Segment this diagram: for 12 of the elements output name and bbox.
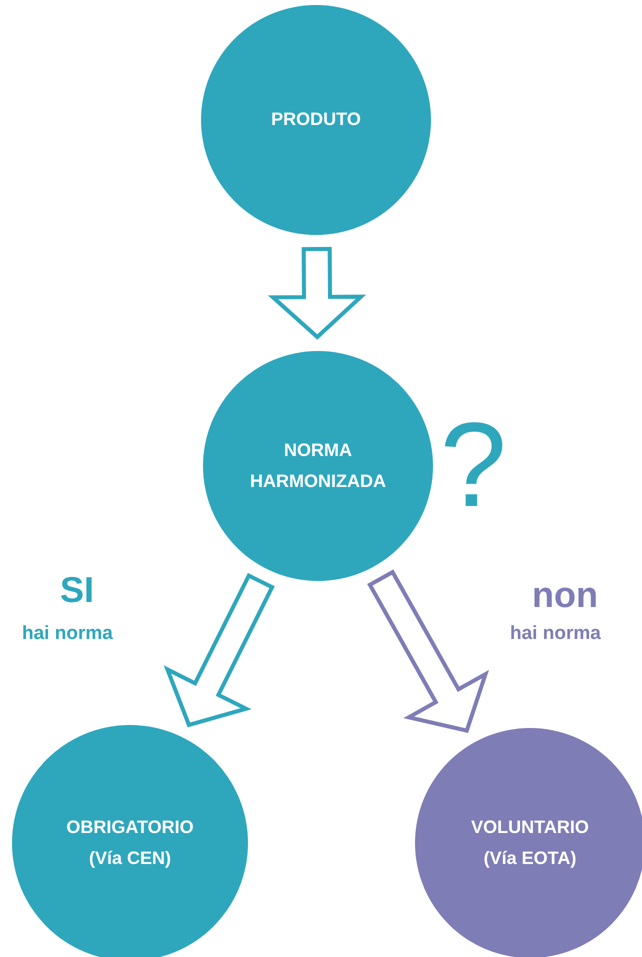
node-label: OBRIGATORIO (Vía CEN) bbox=[65, 816, 195, 870]
block-arrow bbox=[367, 569, 490, 733]
branch-label: hai norma bbox=[22, 624, 113, 643]
question-mark: ? bbox=[440, 405, 507, 525]
branch-label: non bbox=[532, 577, 598, 613]
block-arrow bbox=[268, 246, 366, 340]
node-label: NORMA HARMONIZADA bbox=[249, 438, 387, 493]
branch-label: SI bbox=[60, 572, 94, 608]
node-label: VOLUNTARIO (Vía EOTA) bbox=[470, 816, 590, 870]
block-arrow bbox=[164, 572, 275, 728]
branch-label: hai norma bbox=[510, 624, 601, 643]
node-label: PRODUTO bbox=[271, 108, 361, 132]
